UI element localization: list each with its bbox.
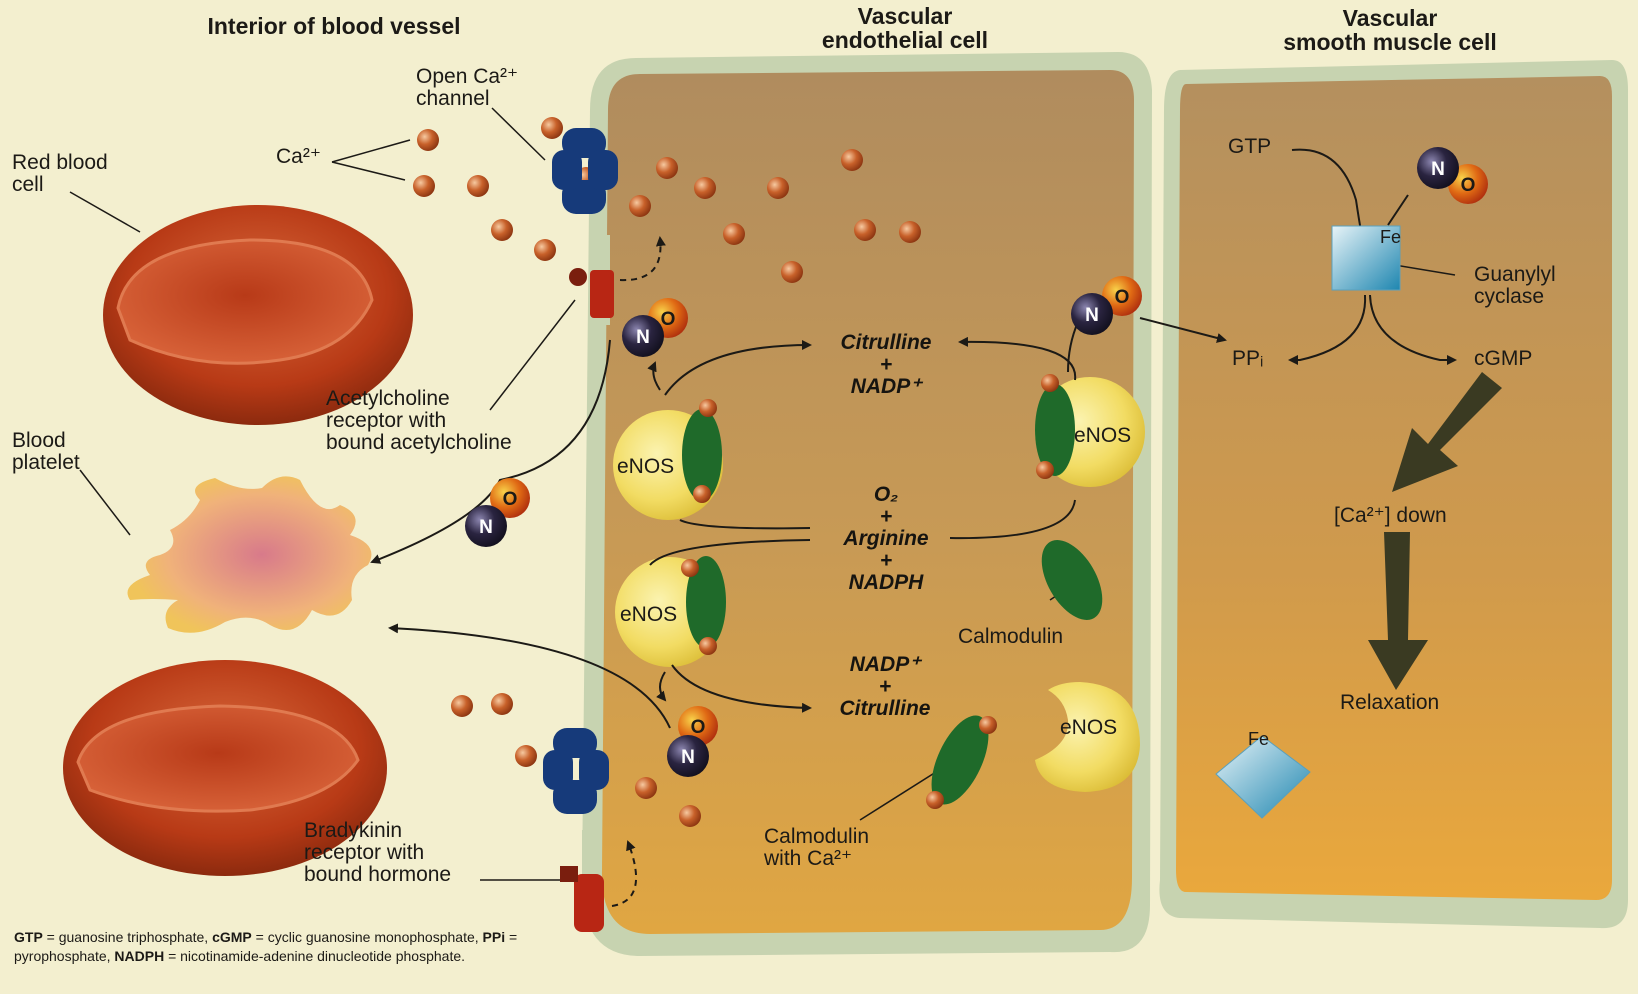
label-bradykinin-receptor: Bradykinin receptor with bound hormone [304,820,451,886]
chem-reactants: O₂ + Arginine + NADPH [806,484,966,594]
oxygen-atom-label: O [691,717,706,738]
ca-ion [451,695,473,717]
label-ca-ion: Ca²⁺ [276,146,321,168]
oxygen-atom-label: O [503,489,518,510]
label-acetylcholine-receptor: Acetylcholine receptor with bound acetyl… [326,388,512,454]
nitrogen-atom-label: N [1431,159,1445,180]
label-gtp: GTP [1228,136,1271,158]
label-ppi: PPᵢ [1232,348,1263,370]
label-enos-2: eNOS [620,603,677,627]
label-enos-3: eNOS [1074,424,1131,448]
header-interior: Interior of blood vessel [184,14,484,38]
ca-ion [541,117,563,139]
oxygen-atom-label: O [1115,287,1130,308]
ca-ion [534,239,556,261]
footnote-term-gtp: GTP [14,929,43,945]
nitrogen-atom-label: N [681,747,695,768]
label-cgmp: cGMP [1474,348,1532,370]
ca-ion [491,219,513,241]
label-open-ca-channel: Open Ca²⁺ channel [416,66,518,110]
ca-ion [854,219,876,241]
ca-ion [491,693,513,715]
label-red-blood-cell: Red blood cell [12,152,108,196]
footnote-term-ppi: PPi [483,929,506,945]
ca-ion [723,223,745,245]
nitrogen-atom-label: N [479,517,493,538]
ca-ion [679,805,701,827]
footnote: GTP = guanosine triphosphate, cGMP = cyc… [14,928,534,966]
label-calmodulin: Calmodulin [958,626,1063,648]
ca-ion [841,149,863,171]
label-ca-down: [Ca²⁺] down [1334,505,1447,527]
header-endothelial: Vascular endothelial cell [790,4,1020,52]
footnote-def-nadph: = nicotinamide-adenine dinucleotide phos… [164,948,465,964]
ca-ion [629,195,651,217]
label-fe-cyclase: Fe [1380,226,1401,248]
ca-ion [781,261,803,283]
label-enos-4: eNOS [1060,716,1117,740]
ca-ion [899,221,921,243]
label-fe-diamond: Fe [1248,728,1269,750]
no-molecule: ON [465,478,530,547]
footnote-term-cgmp: cGMP [212,929,252,945]
header-smooth-muscle: Vascular smooth muscle cell [1260,6,1520,54]
footnote-def-gtp: = guanosine triphosphate, [43,929,212,945]
footnote-term-nadph: NADPH [114,948,164,964]
chem-citrulline-top: Citrulline + NADP⁺ [806,332,966,398]
label-enos-1: eNOS [617,455,674,479]
ca-ion [656,157,678,179]
ca-ion [417,129,439,151]
footnote-def-cgmp: = cyclic guanosine monophosphate, [252,929,483,945]
ca-ion [515,745,537,767]
blood-platelet [128,476,372,632]
oxygen-atom-label: O [1461,175,1476,196]
label-calmodulin-with-ca: Calmodulin with Ca²⁺ [764,826,869,870]
ca-ion [694,177,716,199]
ca-ion [635,777,657,799]
label-relaxation: Relaxation [1340,692,1439,714]
ca-ion [467,175,489,197]
label-guanylyl-cyclase: Guanylyl cyclase [1474,264,1556,308]
chem-citrulline-bottom: NADP⁺ + Citrulline [800,654,970,720]
ca-ion [413,175,435,197]
nitrogen-atom-label: N [1085,305,1099,326]
ca-ion [767,177,789,199]
oxygen-atom-label: O [661,309,676,330]
nitrogen-atom-label: N [636,327,650,348]
label-blood-platelet: Blood platelet [12,430,80,474]
smooth-muscle-cell [1159,60,1628,928]
